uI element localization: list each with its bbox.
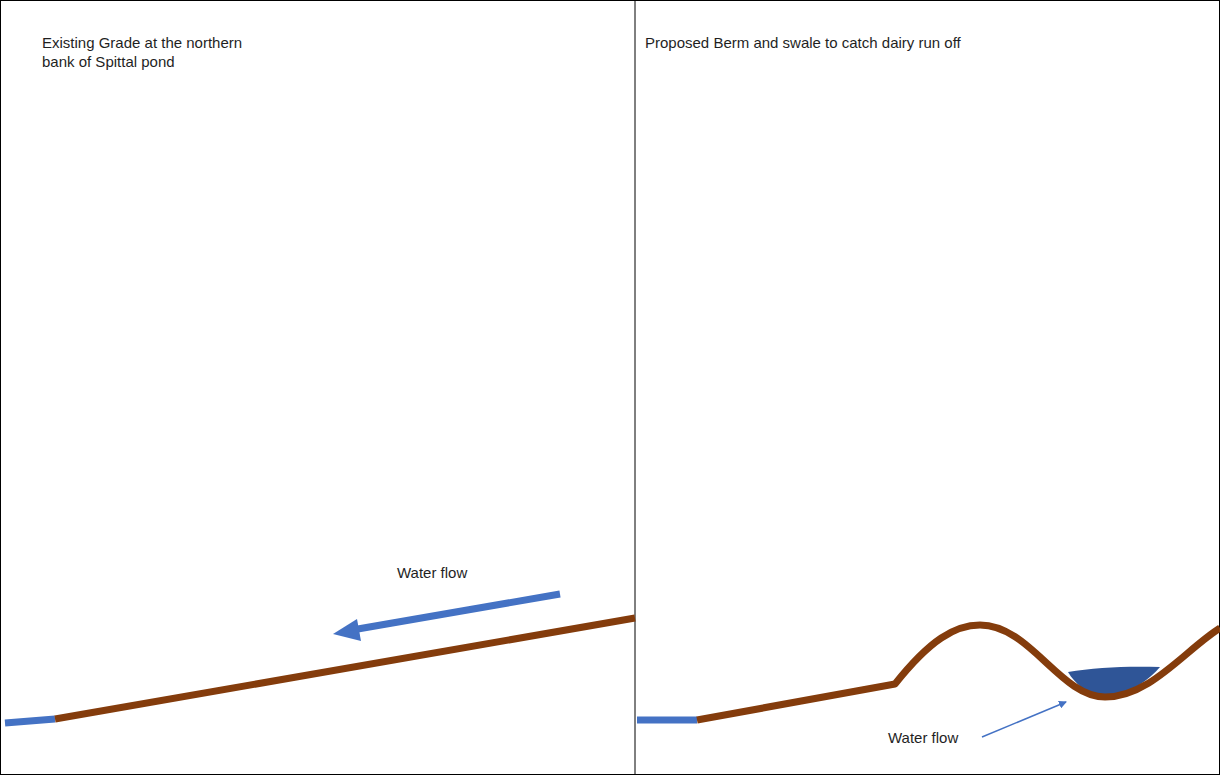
panel-heading: Proposed Berm and swale to catch dairy r… xyxy=(645,33,1205,52)
panel-divider xyxy=(635,0,636,775)
flow-label: Water flow xyxy=(888,728,958,747)
flow-arrowhead xyxy=(333,619,361,641)
flow-label: Water flow xyxy=(397,563,467,582)
existing-grade xyxy=(55,618,635,719)
berm-and-swale-grade xyxy=(697,625,1220,720)
panel-heading: Existing Grade at the northern bank of S… xyxy=(42,33,274,71)
pond-water xyxy=(5,719,55,723)
leader-arrow xyxy=(982,702,1066,737)
pond-water xyxy=(637,717,697,724)
flow-arrow xyxy=(352,594,560,630)
